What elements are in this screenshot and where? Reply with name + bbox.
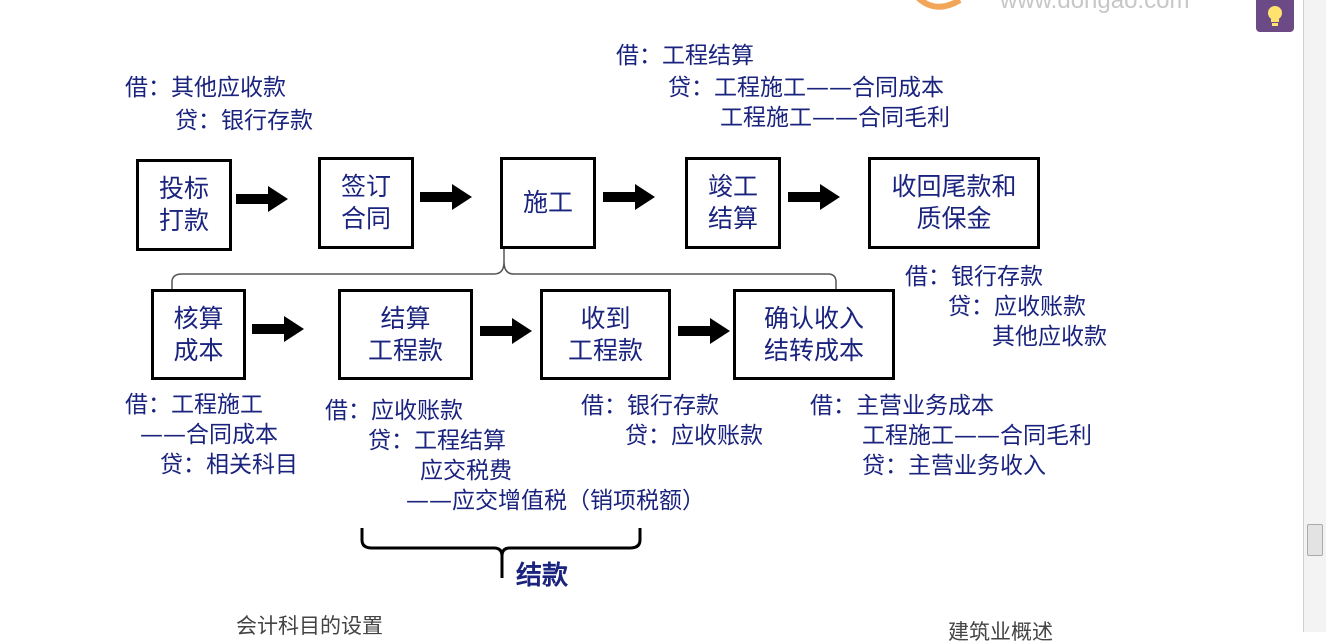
logo-url: www.dongao.com (999, 0, 1189, 14)
step-label: 成本 (173, 335, 224, 365)
entry-line: 借：工程施工 (125, 392, 263, 418)
entry-line: 借：银行存款 (905, 264, 1043, 290)
step-bid: 投标打款 (136, 159, 232, 251)
entry-line: ——应交增值税（销项税额） (406, 488, 705, 514)
step-contract: 签订合同 (318, 157, 414, 249)
footer-left-link[interactable]: 会计科目的设置 (236, 614, 383, 638)
entry-line: 借：其他应收款 (125, 75, 286, 101)
step-label: 合同 (340, 204, 391, 233)
step-label: 结算 (707, 204, 758, 233)
entry-line: 工程施工——合同毛利 (862, 423, 1092, 449)
step-cost: 核算成本 (151, 289, 246, 380)
step-collect-final: 收回尾款和质保金 (868, 157, 1040, 249)
entry-line: 贷：应收账款 (625, 423, 763, 449)
arrow-right-icon (236, 186, 288, 212)
step-label: 打款 (158, 206, 209, 235)
entry-line: 贷：工程结算 (368, 428, 506, 454)
step-label: 核算 (173, 303, 224, 333)
entry-line: 借：工程结算 (616, 43, 754, 69)
step-label: 结算 (380, 303, 431, 333)
logo: www.dongao.com (916, 0, 1189, 14)
brace-label: 结款 (516, 561, 569, 591)
arrow-right-icon (788, 184, 840, 210)
step-revenue: 确认收入结转成本 (733, 289, 895, 380)
vertical-scrollbar[interactable] (1303, 0, 1326, 632)
arrow-right-icon (480, 318, 532, 344)
step-label: 收到 (580, 303, 631, 333)
step-label: 投标 (158, 174, 209, 203)
entry-line: 借：主营业务成本 (810, 393, 994, 419)
entry-line: 工程施工——合同毛利 (720, 105, 950, 131)
entry-line: 贷：工程施工——合同成本 (668, 75, 944, 101)
entry-line: 贷：主营业务收入 (862, 453, 1046, 479)
bottom-brace (360, 528, 642, 578)
entry-line: 贷：银行存款 (175, 108, 313, 134)
step-completion: 竣工结算 (685, 157, 781, 249)
entry-line: ——合同成本 (140, 422, 278, 448)
entry-line: 应交税费 (420, 458, 512, 484)
hint-button[interactable] (1256, 0, 1294, 32)
step-label: 工程款 (567, 335, 643, 365)
top-brace (171, 248, 837, 292)
entry-line: 其他应收款 (992, 324, 1107, 350)
step-label: 签订 (340, 172, 391, 201)
step-label: 工程款 (367, 335, 443, 365)
step-label: 确认收入 (763, 303, 864, 333)
footer-right-link[interactable]: 建筑业概述 (948, 620, 1053, 644)
step-receive: 收到工程款 (540, 289, 671, 380)
entry-line: 借：银行存款 (581, 393, 719, 419)
step-label: 质保金 (916, 204, 992, 233)
entry-line: 贷：应收账款 (948, 294, 1086, 320)
entry-line: 借：应收账款 (325, 398, 463, 424)
step-label: 收回尾款和 (891, 172, 1017, 201)
step-label: 结转成本 (763, 335, 864, 365)
arrow-right-icon (252, 316, 304, 342)
lightbulb-icon (1268, 6, 1282, 26)
step-construction: 施工 (500, 157, 596, 249)
step-bill: 结算工程款 (338, 289, 473, 380)
step-label: 竣工 (707, 172, 758, 201)
arrow-right-icon (678, 318, 730, 344)
scroll-thumb[interactable] (1307, 524, 1323, 556)
entry-line: 贷：相关科目 (160, 452, 298, 478)
step-label: 施工 (522, 188, 573, 217)
arrow-right-icon (603, 184, 655, 210)
connector-lines (171, 248, 837, 578)
arrow-right-icon (420, 184, 472, 210)
